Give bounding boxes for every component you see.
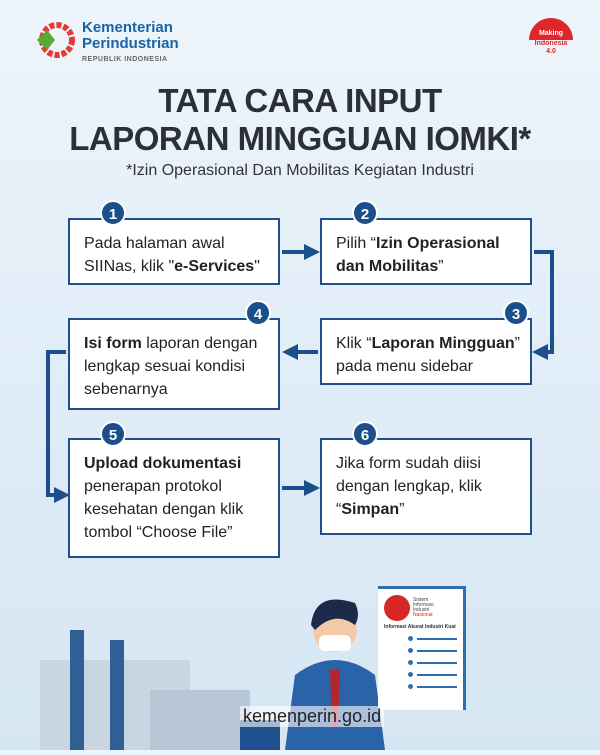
step-number-badge: 5	[100, 421, 126, 447]
doc-list-line	[408, 672, 457, 677]
doc-logo-line1: Sistem	[413, 597, 429, 603]
making-indonesia-badge: Making Indonesia 4.0	[525, 18, 577, 58]
ministry-logo-icon	[33, 20, 77, 60]
step-text: Simpan	[341, 501, 400, 518]
step-text: ”	[399, 501, 405, 518]
step-3-box: Klik “Laporan Mingguan” pada menu sideba…	[320, 318, 532, 385]
arrow-4-5	[46, 350, 70, 503]
doc-logo-line3: Industri	[413, 607, 430, 613]
step-text: Izin Operasional dan Mobilitas	[336, 235, 500, 275]
doc-list-line	[408, 636, 457, 641]
org-line1: Kementerian	[82, 19, 173, 36]
step-text: Jika form sudah diisi dengan lengkap, kl…	[336, 455, 482, 518]
step-number-badge: 1	[100, 200, 126, 226]
step-4-box: Isi form laporan dengan lengkap sesuai k…	[68, 318, 280, 410]
doc-list-line	[408, 648, 457, 653]
footer-url: kemenperin.go.id	[240, 706, 385, 727]
step-text: Pilih “	[336, 235, 377, 252]
step-5-box: Upload dokumentasi penerapan protokol ke…	[68, 438, 280, 558]
step-number-badge: 2	[352, 200, 378, 226]
step-text: penerapan protokol kesehatan dengan klik…	[84, 478, 244, 541]
title-line2: LAPORAN MINGGUAN IOMKI*	[69, 120, 531, 157]
step-text: e-Services	[174, 258, 255, 275]
step-text: ”	[438, 258, 444, 275]
title-line1: TATA CARA INPUT	[158, 82, 442, 119]
step-6-box: Jika form sudah diisi dengan lengkap, kl…	[320, 438, 532, 535]
step-text: laporan dengan lengkap sesuai kondisi se…	[84, 335, 258, 398]
step-text: Pada halaman awal SIINas, klik "	[84, 235, 225, 275]
ministry-name: Kementerian Perindustrian REPUBLIK INDON…	[82, 20, 179, 68]
step-text: Klik “	[336, 335, 372, 352]
siinas-document: Sistem Informasi Industri Nasional Infor…	[378, 586, 466, 710]
org-sub: REPUBLIK INDONESIA	[82, 56, 168, 63]
doc-list-line	[408, 684, 457, 689]
factory-illustration	[0, 620, 300, 750]
step-number-badge: 4	[245, 300, 271, 326]
badge-line1: Making	[538, 30, 564, 37]
step-1-box: Pada halaman awal SIINas, klik "e-Servic…	[68, 218, 280, 285]
doc-tagline: Informasi Akurat Industri Kuat	[384, 624, 456, 630]
businessman-illustration	[275, 585, 395, 750]
subtitle: *Izin Operasional Dan Mobilitas Kegiatan…	[126, 162, 474, 179]
badge-line3: 4.0	[546, 48, 556, 55]
step-text: Laporan Mingguan	[371, 335, 515, 352]
badge-line2: Indonesia	[534, 40, 568, 47]
siinas-logo-icon	[384, 595, 410, 621]
doc-logo-line4: Nasional	[413, 612, 433, 618]
step-number-badge: 3	[503, 300, 529, 326]
org-line2: Perindustrian	[82, 35, 179, 52]
step-text: Isi form	[84, 335, 142, 352]
step-number-badge: 6	[352, 421, 378, 447]
arrow-2-3	[532, 250, 554, 360]
doc-logo-line2: Informasi	[413, 602, 434, 608]
step-text: Upload dokumentasi	[84, 455, 242, 472]
page-title: TATA CARA INPUT LAPORAN MINGGUAN IOMKI*	[0, 82, 600, 158]
step-text: ” pada menu sidebar	[336, 335, 520, 375]
step-2-box: Pilih “Izin Operasional dan Mobilitas”	[320, 218, 532, 285]
step-text: "	[254, 258, 260, 275]
doc-list-line	[408, 660, 457, 665]
